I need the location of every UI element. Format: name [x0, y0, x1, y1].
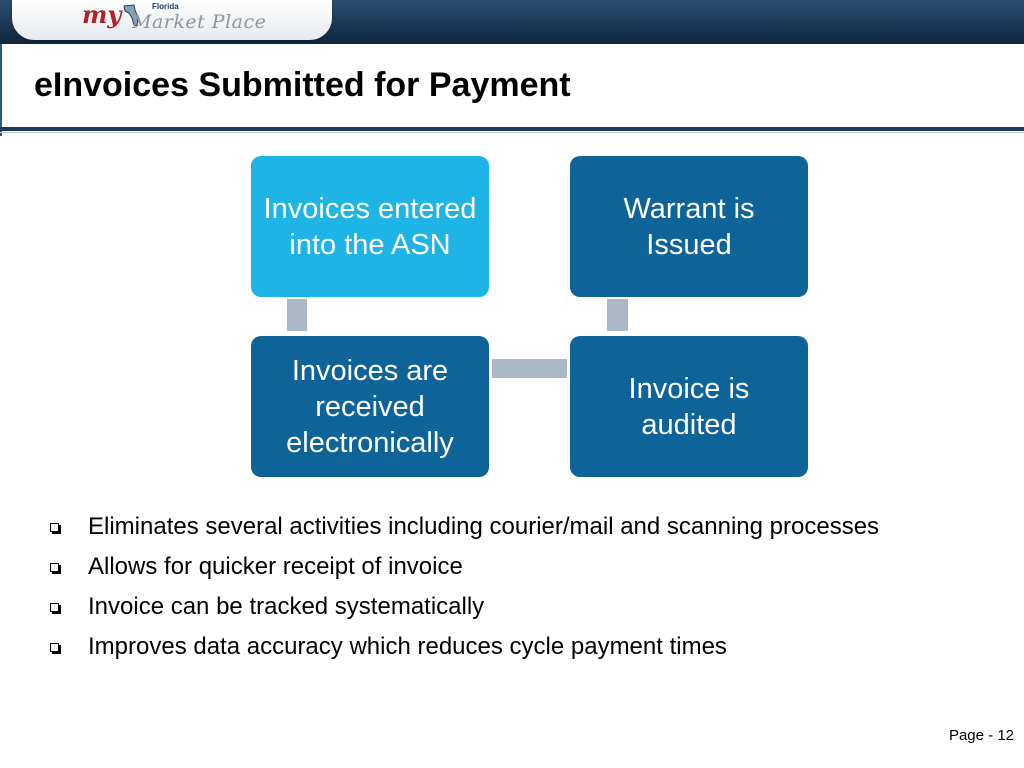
square-bullet-icon: [50, 523, 59, 532]
list-item-text: Eliminates several activities including …: [88, 513, 880, 540]
list-item: Eliminates several activities including …: [50, 510, 950, 544]
step-warrant-issued: Warrant is Issued: [570, 156, 808, 297]
list-item: Invoice can be tracked systematically: [50, 590, 950, 624]
square-bullet-icon: [50, 563, 59, 572]
connector-entered-received: [287, 299, 307, 331]
logo-marketplace-text: Market Place: [132, 11, 267, 33]
step-invoice-audited: Invoice is audited: [570, 336, 808, 477]
florida-state-icon: [123, 4, 139, 27]
logo-my-text: my: [82, 0, 122, 29]
list-item-text: Improves data accuracy which reduces cyc…: [88, 633, 727, 660]
step-invoices-entered: Invoices entered into the ASN: [251, 156, 489, 297]
page-number: Page - 12: [948, 727, 1014, 744]
title-divider: [0, 127, 1024, 131]
connector-received-audited: [492, 359, 567, 378]
connector-audited-warrant: [607, 299, 628, 331]
title-divider-thin: [0, 132, 1024, 133]
list-item: Allows for quicker receipt of invoice: [50, 550, 950, 584]
logo: my Florida Market Place: [12, 0, 332, 40]
benefits-list: Eliminates several activities including …: [50, 510, 950, 670]
square-bullet-icon: [50, 603, 59, 612]
list-item-text: Invoice can be tracked systematically: [88, 593, 485, 620]
title-left-edge: [0, 44, 2, 136]
square-bullet-icon: [50, 643, 59, 652]
step-invoices-received: Invoices are received electronically: [251, 336, 489, 477]
list-item-text: Allows for quicker receipt of invoice: [88, 553, 463, 580]
list-item: Improves data accuracy which reduces cyc…: [50, 630, 950, 664]
page-title: eInvoices Submitted for Payment: [34, 66, 571, 104]
logo-state-text: Florida: [152, 2, 179, 11]
